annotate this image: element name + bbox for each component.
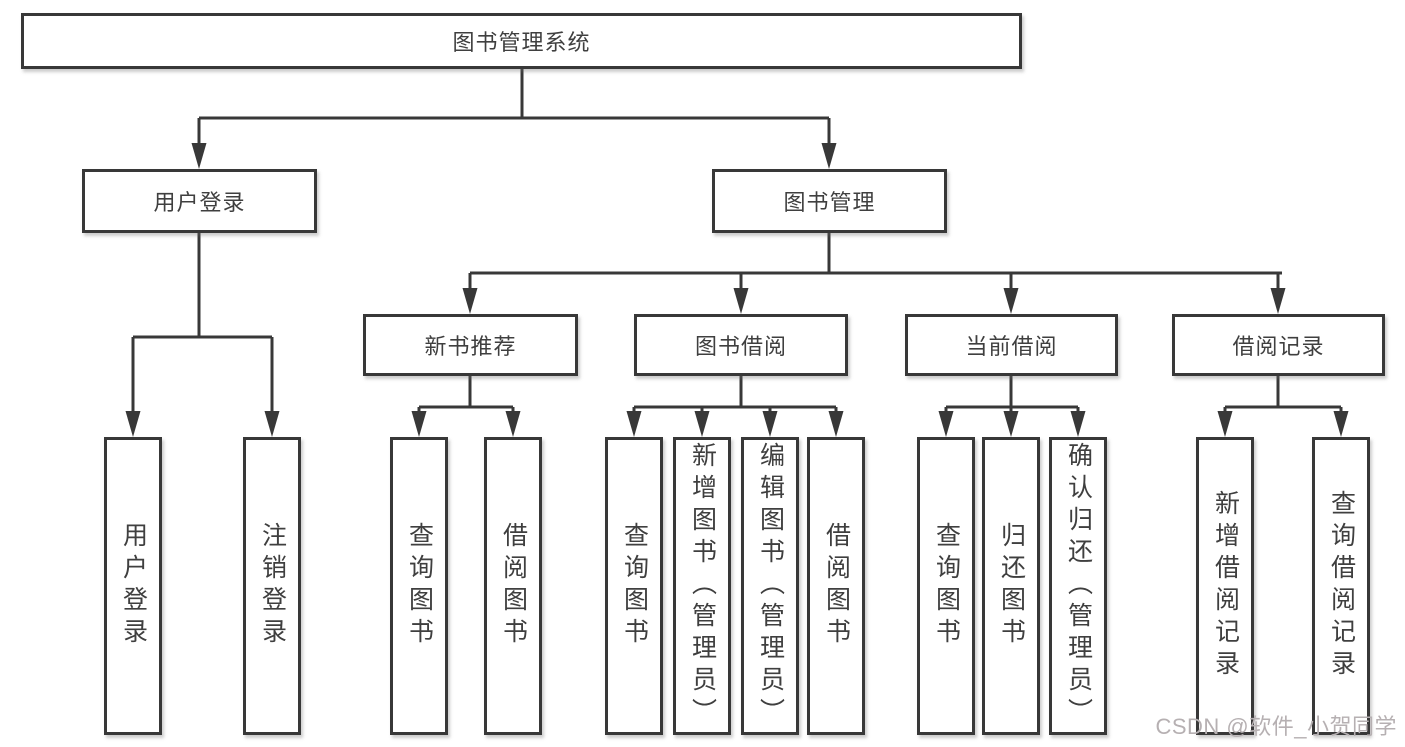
node-new-book: 新书推荐 — [363, 314, 578, 376]
node-login: 用户登录 — [104, 437, 162, 735]
node-bb-query: 查询图书 — [605, 437, 663, 735]
connector-user-login — [131, 233, 274, 418]
node-logout: 注销登录 — [243, 437, 301, 735]
node-book-mgmt: 图书管理 — [712, 169, 947, 233]
arrowhead — [191, 143, 207, 169]
arrowhead — [125, 411, 141, 437]
node-cb-confirm: 确认归还（管理员） — [1049, 437, 1107, 735]
arrowhead — [821, 143, 837, 169]
connector-lines — [131, 69, 1343, 418]
arrowhead — [505, 411, 521, 437]
arrowhead — [1003, 411, 1019, 437]
node-cb-query: 查询图书 — [917, 437, 975, 735]
node-borrow: 图书借阅 — [634, 314, 848, 376]
arrowhead — [1217, 411, 1233, 437]
arrowhead — [1333, 411, 1349, 437]
arrowhead — [1003, 288, 1019, 314]
arrowheads — [125, 143, 1349, 437]
arrowhead — [1070, 411, 1086, 437]
arrowhead — [1270, 288, 1286, 314]
connector-borrow — [632, 373, 838, 418]
arrowhead — [733, 288, 749, 314]
arrowhead — [462, 288, 478, 314]
arrowhead — [828, 411, 844, 437]
arrowhead — [411, 411, 427, 437]
arrowhead — [264, 411, 280, 437]
node-bb-borrow: 借阅图书 — [807, 437, 865, 735]
arrowhead — [694, 411, 710, 437]
node-root: 图书管理系统 — [21, 13, 1022, 69]
node-nb-borrow: 借阅图书 — [484, 437, 542, 735]
node-br-query: 查询借阅记录 — [1312, 437, 1370, 735]
arrowhead — [626, 411, 642, 437]
node-bb-add: 新增图书（管理员） — [673, 437, 731, 735]
node-records: 借阅记录 — [1172, 314, 1385, 376]
csdn-watermark: CSDN @软件_小贺同学 — [1155, 714, 1397, 739]
node-current: 当前借阅 — [905, 314, 1118, 376]
connector-new-book — [417, 373, 515, 418]
node-bb-edit: 编辑图书（管理员） — [741, 437, 799, 735]
arrowhead — [762, 411, 778, 437]
arrowhead — [938, 411, 954, 437]
connector-book-mgmt — [468, 232, 1282, 295]
connector-records — [1223, 373, 1343, 418]
connector-root — [197, 69, 831, 150]
node-br-add: 新增借阅记录 — [1196, 437, 1254, 735]
node-nb-query: 查询图书 — [390, 437, 448, 735]
node-cb-return: 归还图书 — [982, 437, 1040, 735]
node-user-login: 用户登录 — [82, 169, 317, 233]
